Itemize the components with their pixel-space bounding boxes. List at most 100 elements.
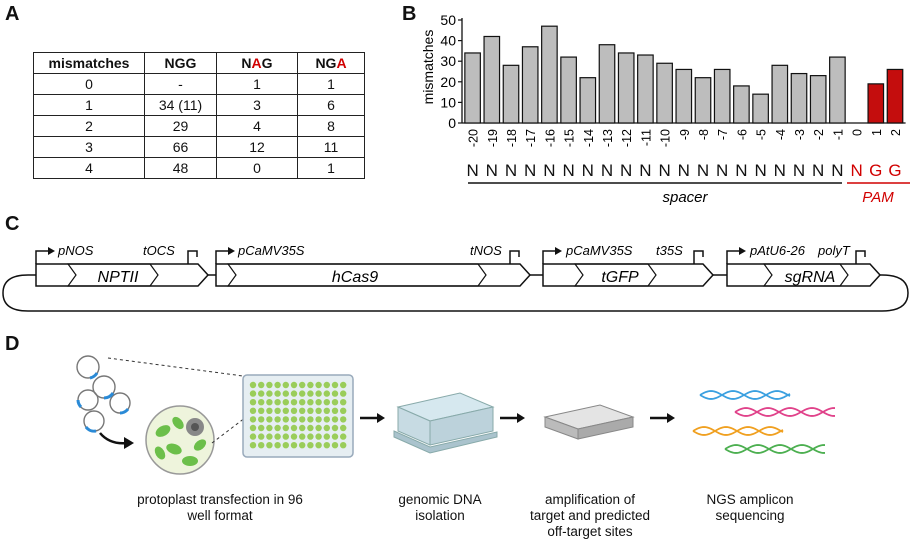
- header-ngg: NGG: [144, 52, 217, 74]
- plate-well: [340, 442, 347, 449]
- plate-well: [331, 424, 339, 432]
- arrowhead-icon: [667, 413, 675, 423]
- x-tick-label: -19: [486, 129, 500, 147]
- plate-well: [282, 381, 289, 389]
- plate-well: [331, 442, 339, 449]
- promoter-label: pCaMV35S: [237, 243, 305, 258]
- x-tick-label: -9: [678, 129, 692, 140]
- plate-well: [323, 407, 330, 414]
- x-tick-label: -8: [697, 129, 711, 140]
- bar: [809, 75, 827, 124]
- caption-line: target and predicted: [529, 508, 651, 523]
- caption-line: NGS amplicon: [706, 492, 794, 507]
- terminator-label: tNOS: [470, 243, 502, 258]
- plate-well: [331, 399, 339, 406]
- terminator-icon: [855, 250, 866, 264]
- plate-well: [307, 407, 314, 414]
- sequence-base: N: [620, 161, 632, 180]
- chart-bars: [464, 25, 904, 124]
- arrowhead-icon: [124, 437, 134, 449]
- sequence-base: N: [524, 161, 536, 180]
- plate-well: [340, 433, 347, 440]
- plate-well: [299, 433, 306, 440]
- arrowhead-icon: [228, 247, 235, 255]
- x-tick-label: -6: [735, 129, 749, 140]
- x-tick-label: -16: [543, 129, 557, 147]
- nucleolus: [191, 423, 199, 431]
- y-tick-label: 20: [440, 74, 456, 90]
- promoter-arrow-icon: [542, 250, 557, 264]
- plasmid-marker: [89, 372, 99, 380]
- bar: [598, 44, 616, 124]
- plate-well: [274, 390, 281, 397]
- bar: [694, 77, 712, 124]
- x-tick-label: -20: [467, 129, 481, 147]
- sgrna-gene-arrow: [762, 263, 849, 287]
- plate-well: [315, 424, 322, 432]
- plate-well: [299, 424, 306, 432]
- terminator-icon: [693, 250, 704, 264]
- bar: [886, 68, 904, 124]
- plasmid-marker: [103, 392, 115, 400]
- header-nag-post: G: [261, 55, 273, 71]
- dna-strand: [699, 390, 791, 400]
- y-tick-label: 50: [440, 12, 456, 28]
- header-nag-mid: A: [251, 55, 262, 71]
- plate-well: [274, 442, 281, 449]
- bar: [867, 83, 885, 124]
- plate-well: [274, 424, 281, 432]
- chloroplast: [154, 446, 166, 460]
- plate-well: [258, 381, 265, 389]
- plate-well: [307, 390, 314, 397]
- bar: [829, 56, 846, 124]
- table-cell: 34 (11): [144, 94, 217, 116]
- caption-line: off-target sites: [547, 524, 633, 539]
- dna-strand: [699, 390, 791, 400]
- terminator-label: polyT: [817, 243, 851, 258]
- sequence-base: N: [658, 161, 670, 180]
- plate-well: [274, 407, 281, 414]
- terminator-icon: [187, 250, 198, 264]
- chloroplast: [182, 456, 198, 466]
- plate-well: [299, 416, 306, 423]
- plasmid-icon: [76, 355, 100, 379]
- dna-strand: [724, 444, 826, 454]
- dna-strand: [692, 426, 784, 436]
- table-cell: 4: [33, 157, 145, 179]
- block-side: [429, 406, 494, 446]
- plasmid-backbone: [2, 274, 909, 312]
- plate-well: [290, 390, 298, 397]
- sequence-base: N: [678, 161, 690, 180]
- plate-well: [307, 433, 314, 440]
- tgfp-cassette-arrow: [542, 263, 715, 287]
- bar: [790, 72, 808, 124]
- plate-well: [249, 381, 257, 389]
- x-tick-label: -1: [831, 129, 845, 140]
- chloroplast: [166, 443, 182, 455]
- panel-label-a: A: [5, 3, 20, 25]
- pcr-plate: [543, 404, 635, 440]
- plate-well: [290, 407, 298, 414]
- header-nga: NGA: [297, 52, 365, 74]
- chloroplast: [155, 425, 171, 437]
- plate-well: [323, 442, 330, 449]
- promoter-label: pAtU6-26: [749, 243, 806, 258]
- plate-well: [340, 416, 347, 423]
- arrowhead-icon: [555, 247, 562, 255]
- step-caption-amplification: amplification of target and predicted of…: [520, 492, 660, 540]
- plate-well: [282, 442, 289, 449]
- plate-well: [331, 416, 339, 423]
- dna-strand: [734, 407, 836, 417]
- sequence-base: N: [793, 161, 805, 180]
- sequence-base: N: [812, 161, 824, 180]
- plate-well: [258, 442, 265, 449]
- y-tick-label: 40: [440, 33, 456, 49]
- gene-label-sgrna: sgRNA: [785, 269, 836, 286]
- plate-well: [282, 399, 289, 406]
- x-tick-label: 1: [870, 129, 884, 136]
- plate-well: [258, 390, 265, 397]
- plate-well: [266, 390, 273, 397]
